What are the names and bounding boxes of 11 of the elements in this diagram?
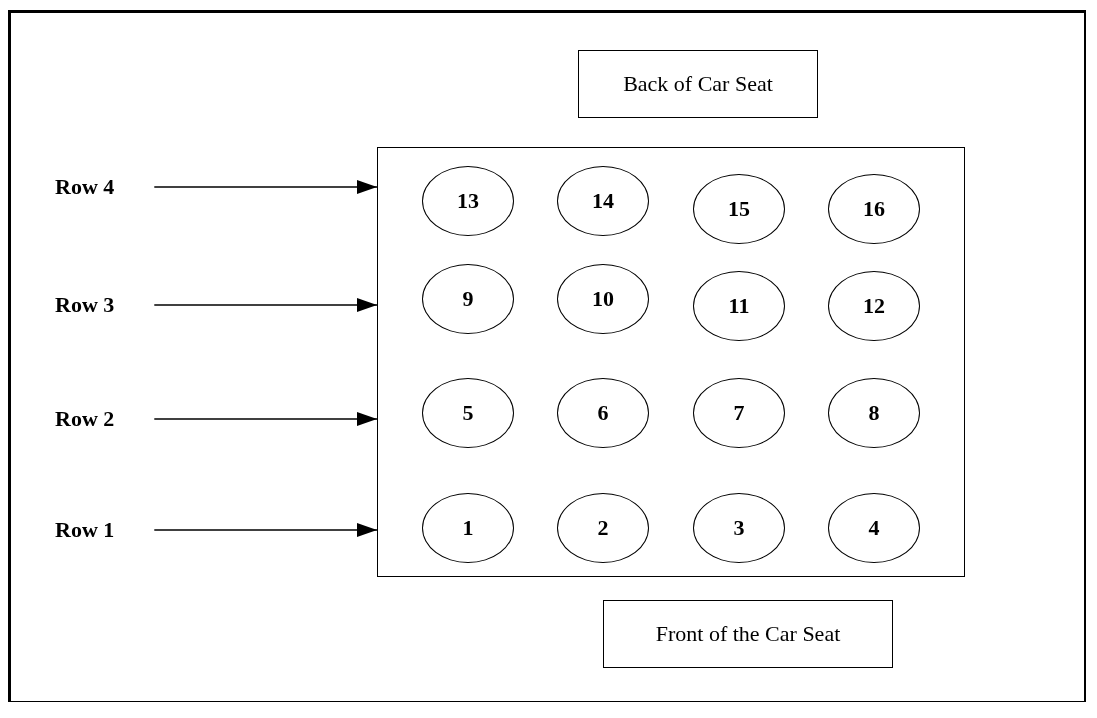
arrow [153,523,378,537]
row-label: Row 2 [55,406,115,432]
row-label: Row 3 [55,292,115,318]
text-box: Front of the Car Seat [603,600,893,668]
row-label: Row 1 [55,517,115,543]
arrow [153,298,378,312]
text-box: Back of Car Seat [578,50,818,118]
row-label: Row 4 [55,174,115,200]
seat-outline [377,147,965,577]
arrow [153,412,378,426]
arrow [153,180,378,194]
